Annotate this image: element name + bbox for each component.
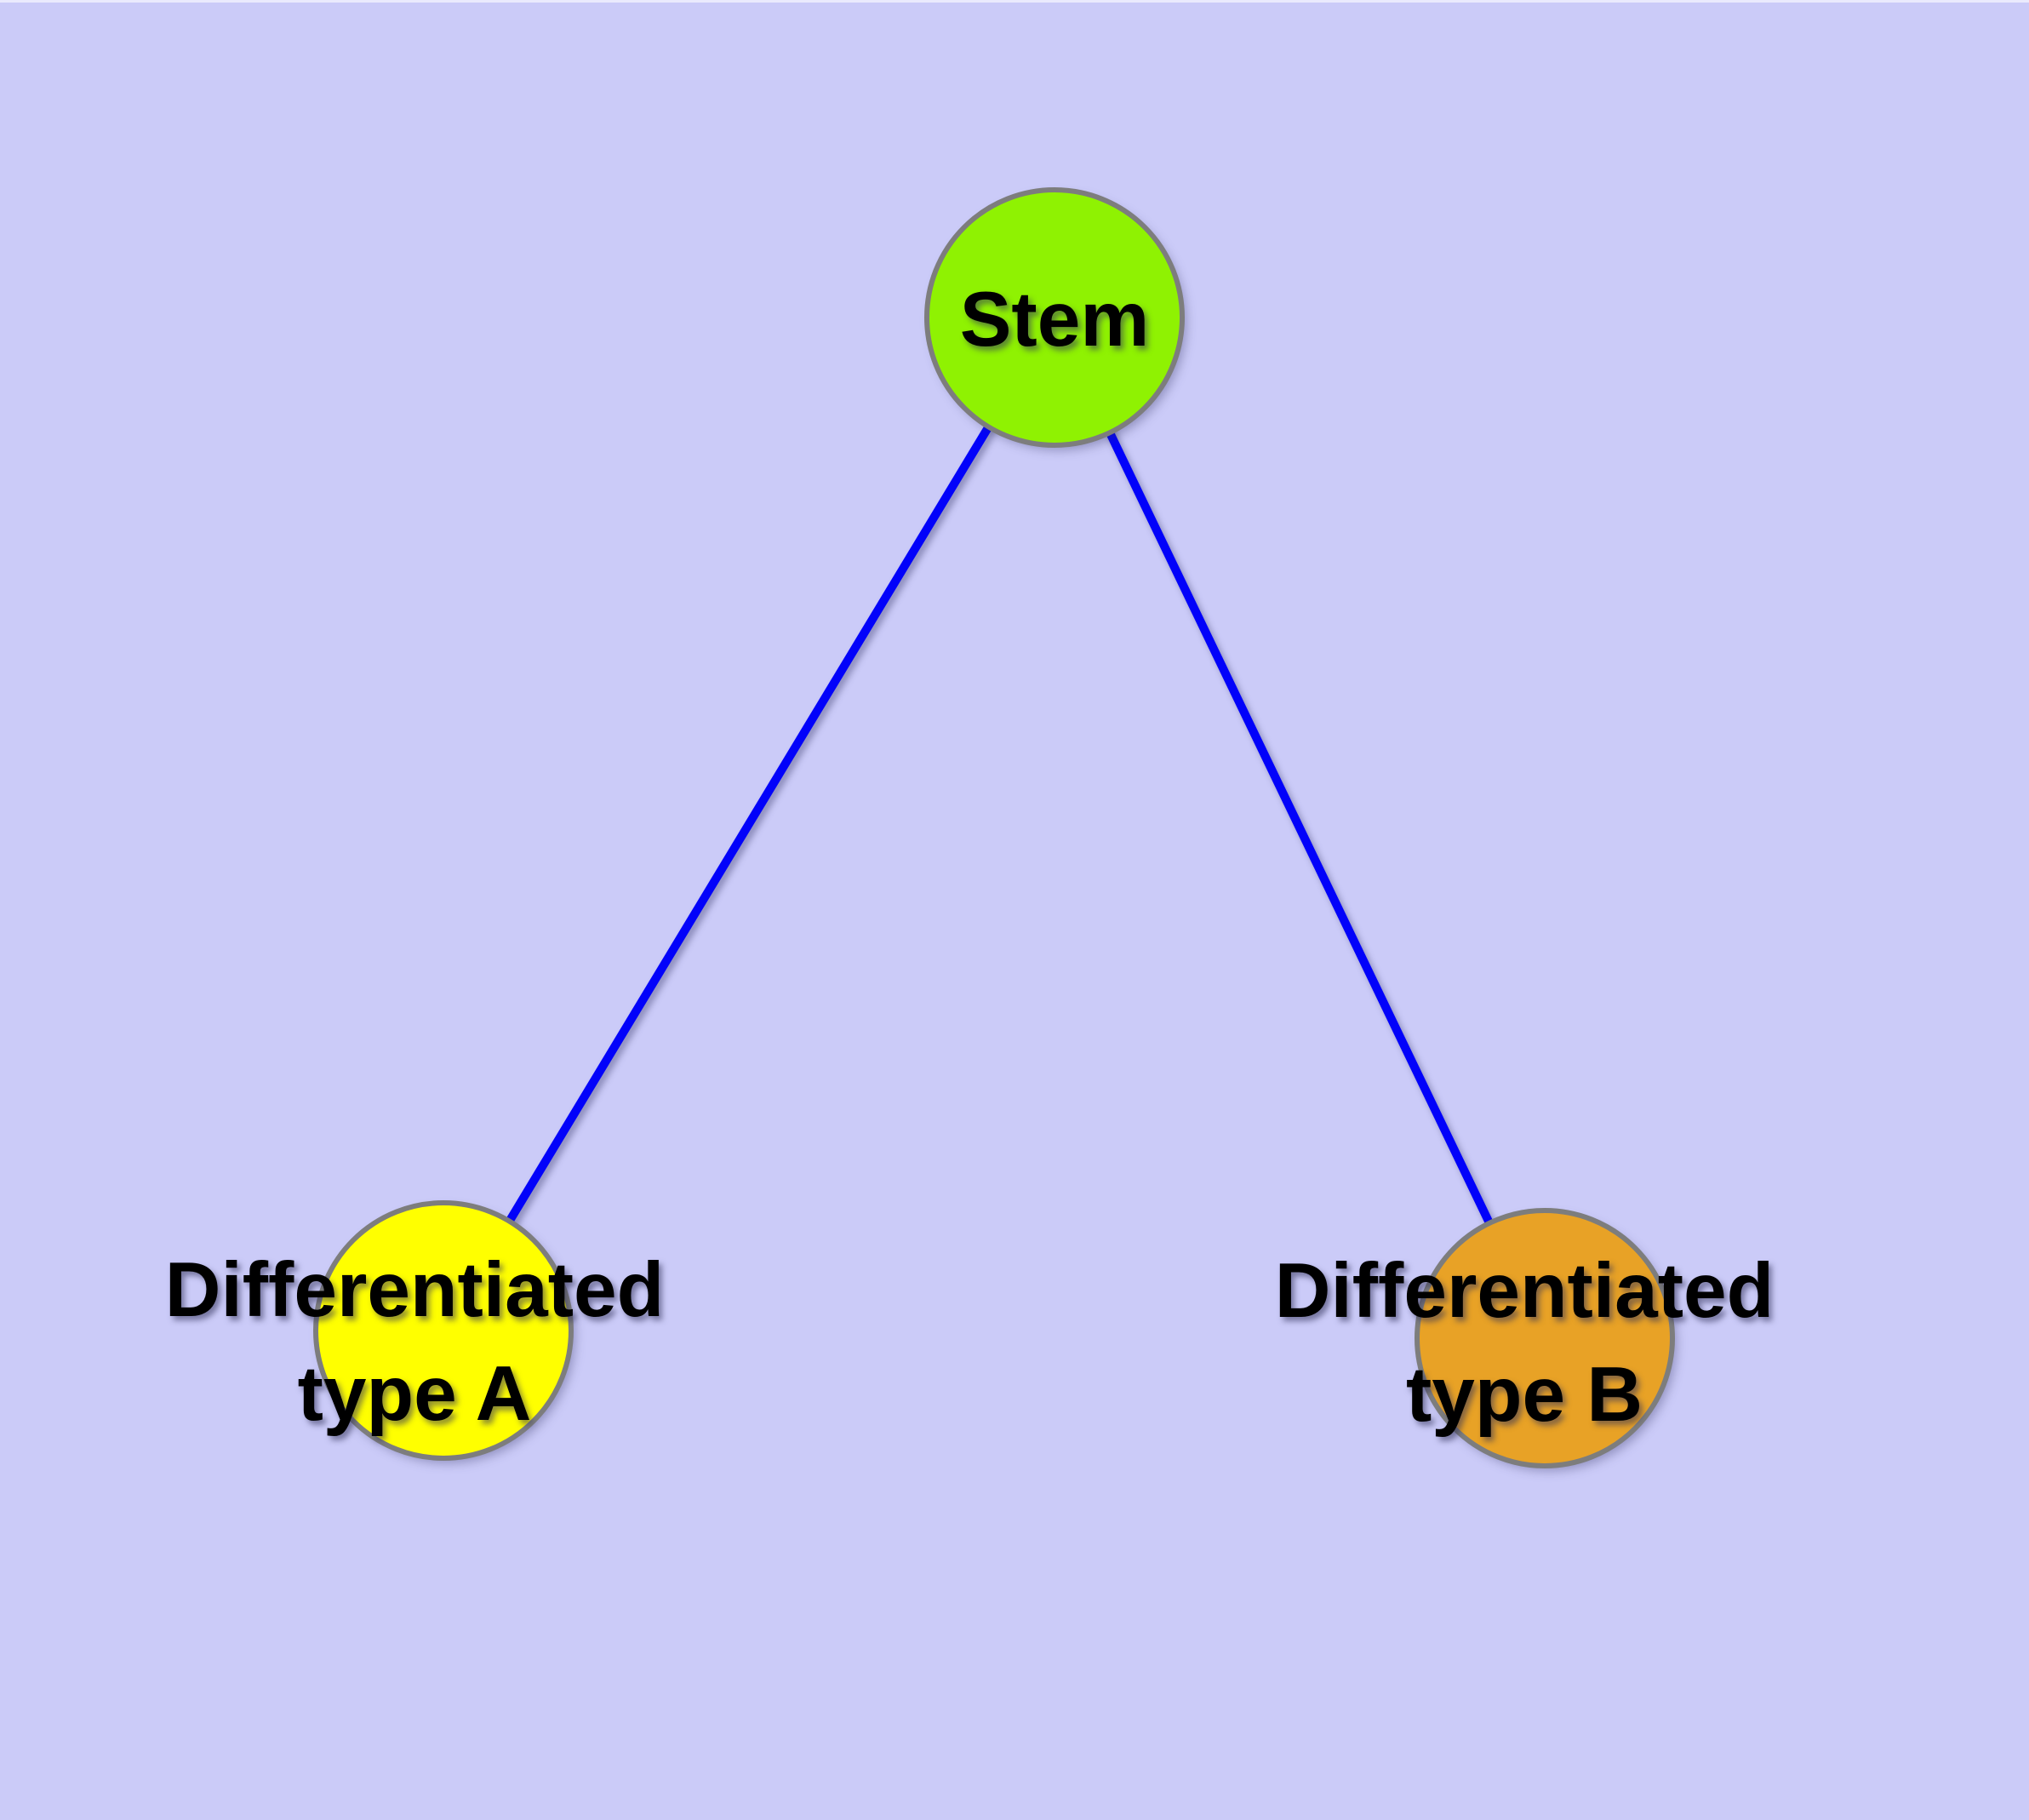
- type-b-node: [1417, 1210, 1672, 1466]
- stem-node: [927, 190, 1182, 445]
- type-b-node-border: [1415, 1208, 1675, 1468]
- stem-node-border: [924, 187, 1185, 448]
- type-a-node: [316, 1203, 571, 1458]
- edge-stem-to-type-a: [439, 315, 1059, 1333]
- type-a-node-border: [313, 1200, 574, 1461]
- edge-stem-to-type-b: [1050, 315, 1549, 1341]
- top-edge-highlight: [0, 0, 2029, 3]
